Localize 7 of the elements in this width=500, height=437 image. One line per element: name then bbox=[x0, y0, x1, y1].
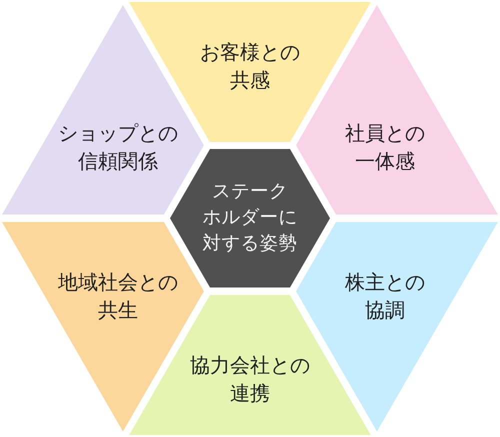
center-label: ステークホルダーに対する姿勢 bbox=[202, 180, 298, 256]
segment-label: お客様との共感 bbox=[198, 38, 301, 94]
segment-label: ショップとの信頼関係 bbox=[56, 120, 179, 175]
segment-label: 社員との一体感 bbox=[344, 120, 426, 175]
segment-label: 株主との協調 bbox=[344, 269, 426, 324]
segment-label: 地域社会との共生 bbox=[56, 269, 179, 324]
segment-label: 協力会社との連携 bbox=[188, 352, 311, 407]
